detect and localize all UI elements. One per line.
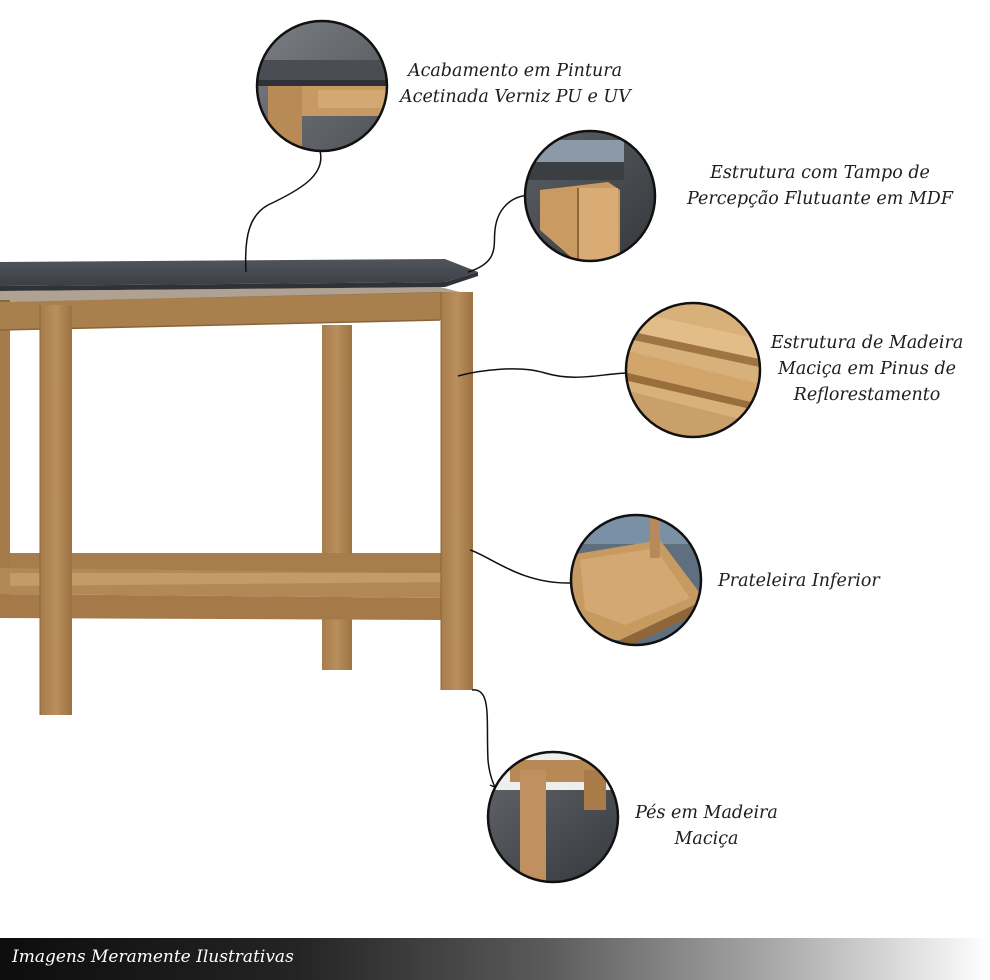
back-lower-rail <box>10 553 448 573</box>
leader-line-5 <box>471 689 496 788</box>
callout-paint-finish: Acabamento em Pintura Acetinada Verniz P… <box>400 58 631 110</box>
disclaimer-banner: Imagens Meramente Ilustrativas <box>0 938 990 980</box>
detail-circle-floating-top <box>523 129 657 263</box>
detail-circle-lower-shelf <box>569 513 703 647</box>
leader-line-4 <box>469 549 572 584</box>
back-leg-left <box>0 300 10 600</box>
callout-line: Maciça em Pinus de <box>777 359 957 379</box>
callout-line: Pés em Madeira <box>635 803 778 823</box>
front-leg-left <box>40 305 72 715</box>
front-leg-right <box>441 292 473 690</box>
disclaimer-text: Imagens Meramente Ilustrativas <box>12 947 294 967</box>
leader-line-3 <box>457 368 628 378</box>
leader-lines <box>244 150 628 788</box>
callout-line: Reflorestamento <box>793 385 941 405</box>
floating-top <box>0 259 478 286</box>
detail-circle-paint-finish <box>255 19 389 153</box>
leader-line-1 <box>244 150 322 273</box>
callout-solid-wood-legs: Pés em Madeira Maciça <box>624 800 789 852</box>
leader-line-2 <box>467 194 533 273</box>
callout-line: Acetinada Verniz PU e UV <box>400 87 631 107</box>
callout-line: Acabamento em Pintura <box>407 61 623 81</box>
callout-line: Maciça <box>674 829 739 849</box>
detail-circle-legs <box>486 750 620 884</box>
callout-lower-shelf: Prateleira Inferior <box>718 568 918 594</box>
apron <box>0 292 470 330</box>
callout-line: Percepção Flutuante em MDF <box>687 189 953 209</box>
detail-circle-pine-wood <box>624 301 762 439</box>
callout-pine-wood: Estrutura de Madeira Maciça em Pinus de … <box>762 330 972 408</box>
callout-floating-top: Estrutura com Tampo de Percepção Flutuan… <box>680 160 960 212</box>
table-illustration <box>0 259 478 715</box>
lower-shelf <box>10 573 448 586</box>
callout-line: Estrutura de Madeira <box>770 333 964 353</box>
callout-line: Prateleira Inferior <box>718 571 880 591</box>
callout-line: Estrutura com Tampo de <box>710 163 930 183</box>
